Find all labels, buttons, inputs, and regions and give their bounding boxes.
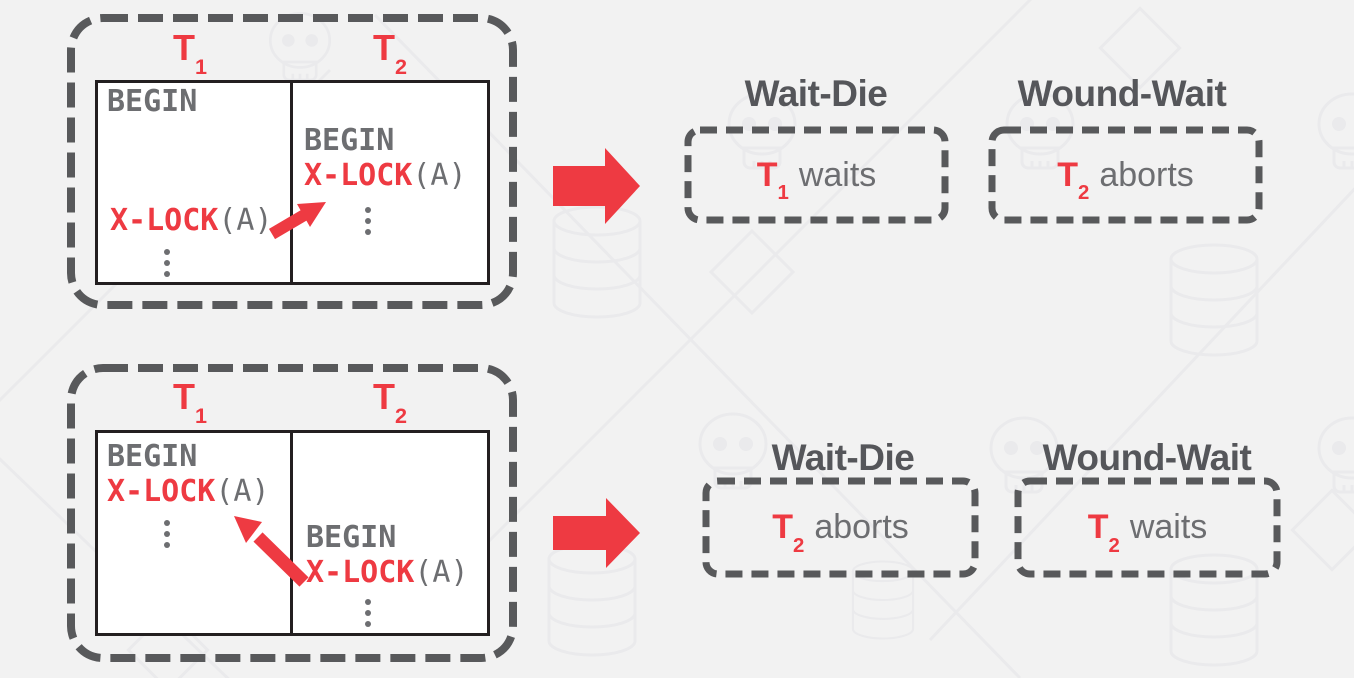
s1-t2-begin-statement: BEGIN (304, 123, 395, 158)
s2-woundwait-result: T2 waits (1015, 477, 1280, 577)
tx-text: T (772, 508, 793, 546)
s2-waitdie-title: Wait-Die (771, 437, 915, 478)
transaction-ref: T2 (1087, 508, 1120, 556)
s1-waitdie-title: Wait-Die (744, 73, 888, 114)
s1-t1-ellipsis (163, 249, 171, 277)
t-label-sub: 2 (394, 54, 407, 80)
scenario1-t2-label: T2 (350, 27, 430, 78)
s1-t1-xlock-statement: X-LOCK(A) (110, 206, 273, 236)
t-label-sub: 1 (194, 54, 207, 80)
outcome-action: waits (1129, 508, 1208, 546)
s2-t1-xlock-statement: X-LOCK(A) (107, 477, 270, 507)
t-label-sub: 2 (394, 403, 407, 429)
xlock-argument: (A) (414, 555, 469, 590)
database-icon (547, 543, 637, 657)
scenario1-t1-label: T1 (150, 27, 230, 78)
s2-woundwait-title: Wound-Wait (1042, 437, 1252, 478)
diamond-icon (1290, 488, 1354, 572)
s1-woundwait-result: T2 aborts (989, 126, 1262, 223)
t-label-text: T (172, 27, 195, 68)
skull-icon (1317, 416, 1354, 494)
t-label-text: T (372, 27, 395, 68)
transaction-ref: T1 (756, 155, 789, 204)
s2-t2-begin-statement: BEGIN (306, 520, 397, 555)
scenario2-schedule-table (95, 430, 490, 636)
tx-sub: 2 (1077, 182, 1090, 204)
xlock-keyword: X-LOCK (304, 158, 413, 193)
scenario2-t1-label: T1 (150, 376, 230, 427)
s2-t2-xlock-statement: X-LOCK(A) (306, 558, 469, 588)
skull-icon (1317, 92, 1354, 170)
s1-t1-begin-statement: BEGIN (107, 84, 198, 119)
database-icon (1169, 243, 1259, 357)
dot (164, 520, 170, 526)
s2-waitdie-result: T2 aborts (703, 477, 978, 577)
transaction-ref: T2 (772, 508, 804, 556)
dot (164, 542, 170, 548)
outcome-action: aborts (814, 508, 909, 546)
s1-t2-xlock-statement: X-LOCK(A) (304, 161, 467, 191)
dot (164, 249, 170, 255)
s2-t1-ellipsis (163, 520, 171, 548)
dot (365, 599, 371, 605)
t-label-sub: 1 (194, 403, 207, 429)
t-label-text: T (372, 376, 395, 417)
tx-text: T (1057, 155, 1078, 194)
column-divider (290, 83, 293, 282)
s1-t2-ellipsis (364, 207, 372, 235)
outcome-action: waits (798, 155, 877, 194)
implies-arrow-icon-1 (553, 148, 640, 224)
skull-icon (268, 12, 332, 82)
xlock-argument: (A) (215, 474, 270, 509)
tx-sub: 2 (1108, 534, 1120, 557)
dot (365, 218, 371, 224)
dot (365, 610, 371, 616)
tx-sub: 2 (792, 534, 805, 557)
scenario2-t2-label: T2 (350, 376, 430, 427)
tx-sub: 1 (777, 182, 789, 204)
tx-text: T (1087, 508, 1109, 546)
s2-t2-ellipsis (364, 599, 372, 627)
s1-woundwait-title: Wound-Wait (1017, 73, 1227, 114)
xlock-keyword: X-LOCK (306, 555, 415, 590)
xlock-keyword: X-LOCK (107, 474, 216, 509)
scenario1-schedule-table (95, 80, 490, 285)
xlock-argument: (A) (412, 158, 467, 193)
dot (164, 260, 170, 266)
dot (365, 229, 371, 235)
transaction-ref: T2 (1057, 155, 1089, 204)
xlock-keyword: X-LOCK (110, 203, 219, 238)
s1-waitdie-result: T1 waits (685, 126, 948, 223)
s2-t1-begin-statement: BEGIN (107, 439, 198, 474)
t-label-text: T (172, 376, 195, 417)
dot (365, 207, 371, 213)
tx-text: T (756, 155, 778, 194)
implies-arrow-icon-2 (553, 498, 640, 568)
diamond-icon (708, 228, 796, 316)
column-divider (290, 433, 293, 633)
dot (164, 271, 170, 277)
dot (365, 621, 371, 627)
database-icon (552, 205, 642, 319)
outcome-action: aborts (1099, 155, 1194, 194)
xlock-argument: (A) (218, 203, 273, 238)
dot (164, 531, 170, 537)
